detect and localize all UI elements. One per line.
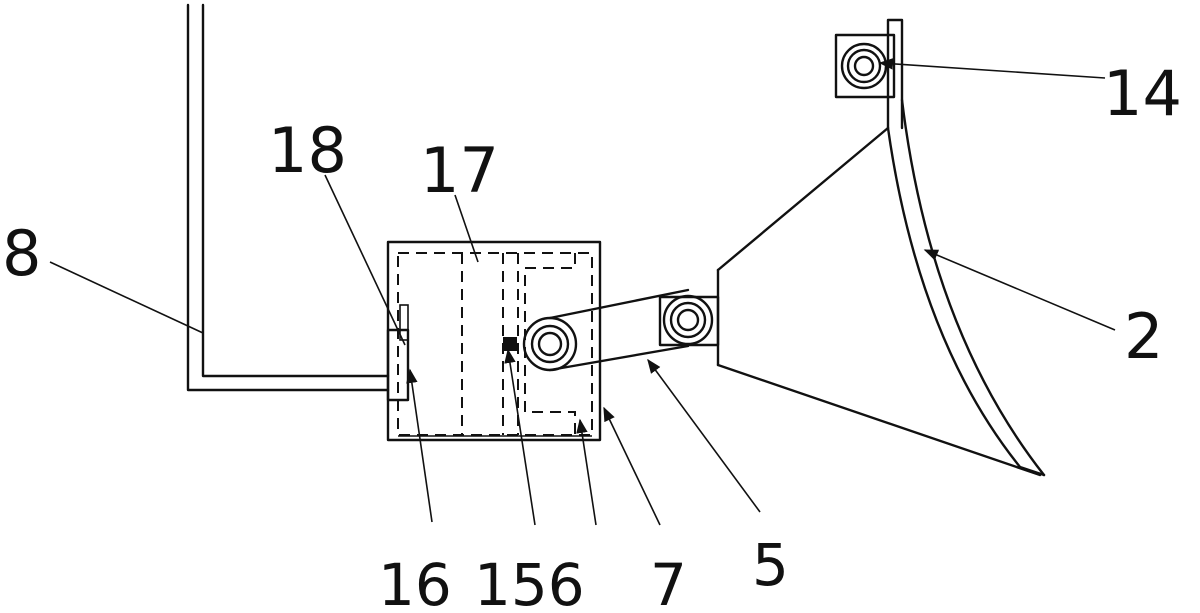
label-2: 2 [1124, 300, 1163, 373]
label-14: 14 [1103, 57, 1182, 130]
label-18: 18 [268, 114, 347, 187]
label-16: 16 [378, 551, 452, 613]
label-5: 5 [752, 531, 789, 599]
leader-lines [49, 58, 1116, 526]
label-7: 7 [650, 551, 687, 613]
label-17: 17 [420, 134, 499, 207]
bearing-block-14 [834, 33, 896, 99]
label-156: 156 [474, 551, 585, 613]
label-8: 8 [2, 217, 41, 290]
belt-5 [548, 288, 720, 372]
pulley-156 [503, 316, 578, 372]
part-labels: 14 18 17 8 2 16 156 7 5 [2, 57, 1182, 613]
curved-blade-2 [716, 18, 1046, 477]
pipe-8 [186, 3, 390, 392]
